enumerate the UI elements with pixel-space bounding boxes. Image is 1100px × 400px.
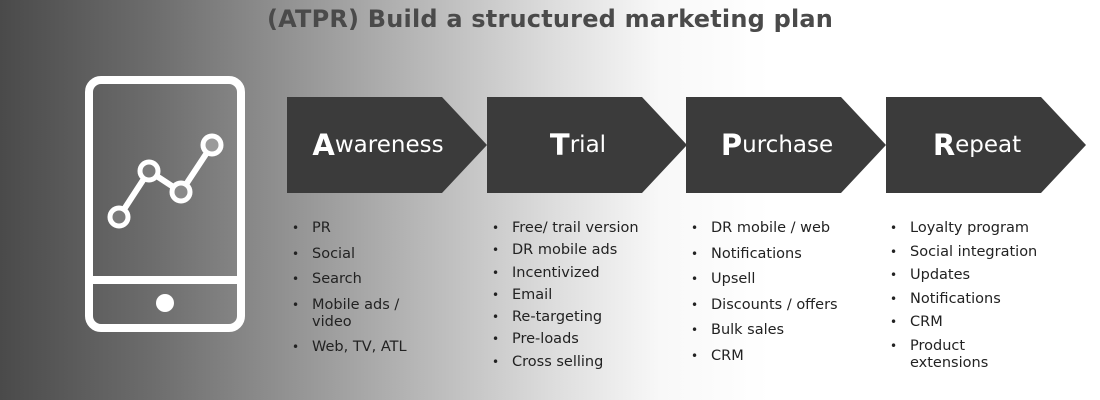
chevron-arrow-shape: [886, 97, 1086, 193]
list-item: Free/ trail version: [488, 220, 663, 237]
smartphone-trend-chart-icon: [84, 75, 246, 337]
list-item: Updates: [886, 267, 1066, 284]
list-item: Mobile ads / video: [288, 297, 428, 331]
page-title: (ATPR) Build a structured marketing plan: [266, 5, 834, 33]
stage-initial: T: [549, 128, 570, 162]
list-item: Cross selling: [488, 354, 663, 371]
list-item: DR mobile / web: [687, 220, 867, 237]
list-item: Loyalty program: [886, 220, 1066, 237]
list-item: Incentivized: [488, 265, 663, 282]
stage-label-rest: rial: [569, 132, 607, 158]
list-item: DR mobile ads: [488, 242, 663, 259]
chevron-arrow-shape: [487, 97, 687, 193]
list-item: CRM: [886, 314, 1066, 331]
stage-label-rest: epeat: [955, 132, 1022, 158]
list-item: Bulk sales: [687, 322, 867, 339]
list-item: Web, TV, ATL: [288, 339, 428, 356]
chevron-arrow-shape: [287, 97, 487, 193]
stage-label-rest: urchase: [742, 132, 834, 158]
list-item: Notifications: [687, 246, 867, 263]
list-item: CRM: [687, 348, 867, 365]
stage-label-rest: wareness: [334, 132, 444, 158]
purchase-tactics-list: DR mobile / web Notifications Upsell Dis…: [687, 220, 867, 365]
trial-tactics-list: Free/ trail version DR mobile ads Incent…: [488, 220, 663, 371]
list-item: Search: [288, 271, 428, 288]
list-item: Notifications: [886, 291, 1066, 308]
stage-initial: A: [312, 128, 335, 162]
stage-initial: R: [932, 128, 956, 162]
stage-initial: P: [720, 128, 743, 162]
list-item: Discounts / offers: [687, 297, 867, 314]
chevron-arrow-shape: [686, 97, 886, 193]
list-item: Pre-loads: [488, 331, 663, 348]
list-item: Upsell: [687, 271, 867, 288]
list-item: PR: [288, 220, 428, 237]
repeat-tactics-list: Loyalty program Social integration Updat…: [886, 220, 1066, 372]
list-item: Re-targeting: [488, 309, 663, 326]
awareness-tactics-list: PR Social Search Mobile ads / video Web,…: [288, 220, 428, 356]
list-item: Social: [288, 246, 428, 263]
list-item: Product extensions: [886, 338, 1020, 372]
list-item: Email: [488, 287, 663, 304]
list-item: Social integration: [886, 244, 1066, 261]
